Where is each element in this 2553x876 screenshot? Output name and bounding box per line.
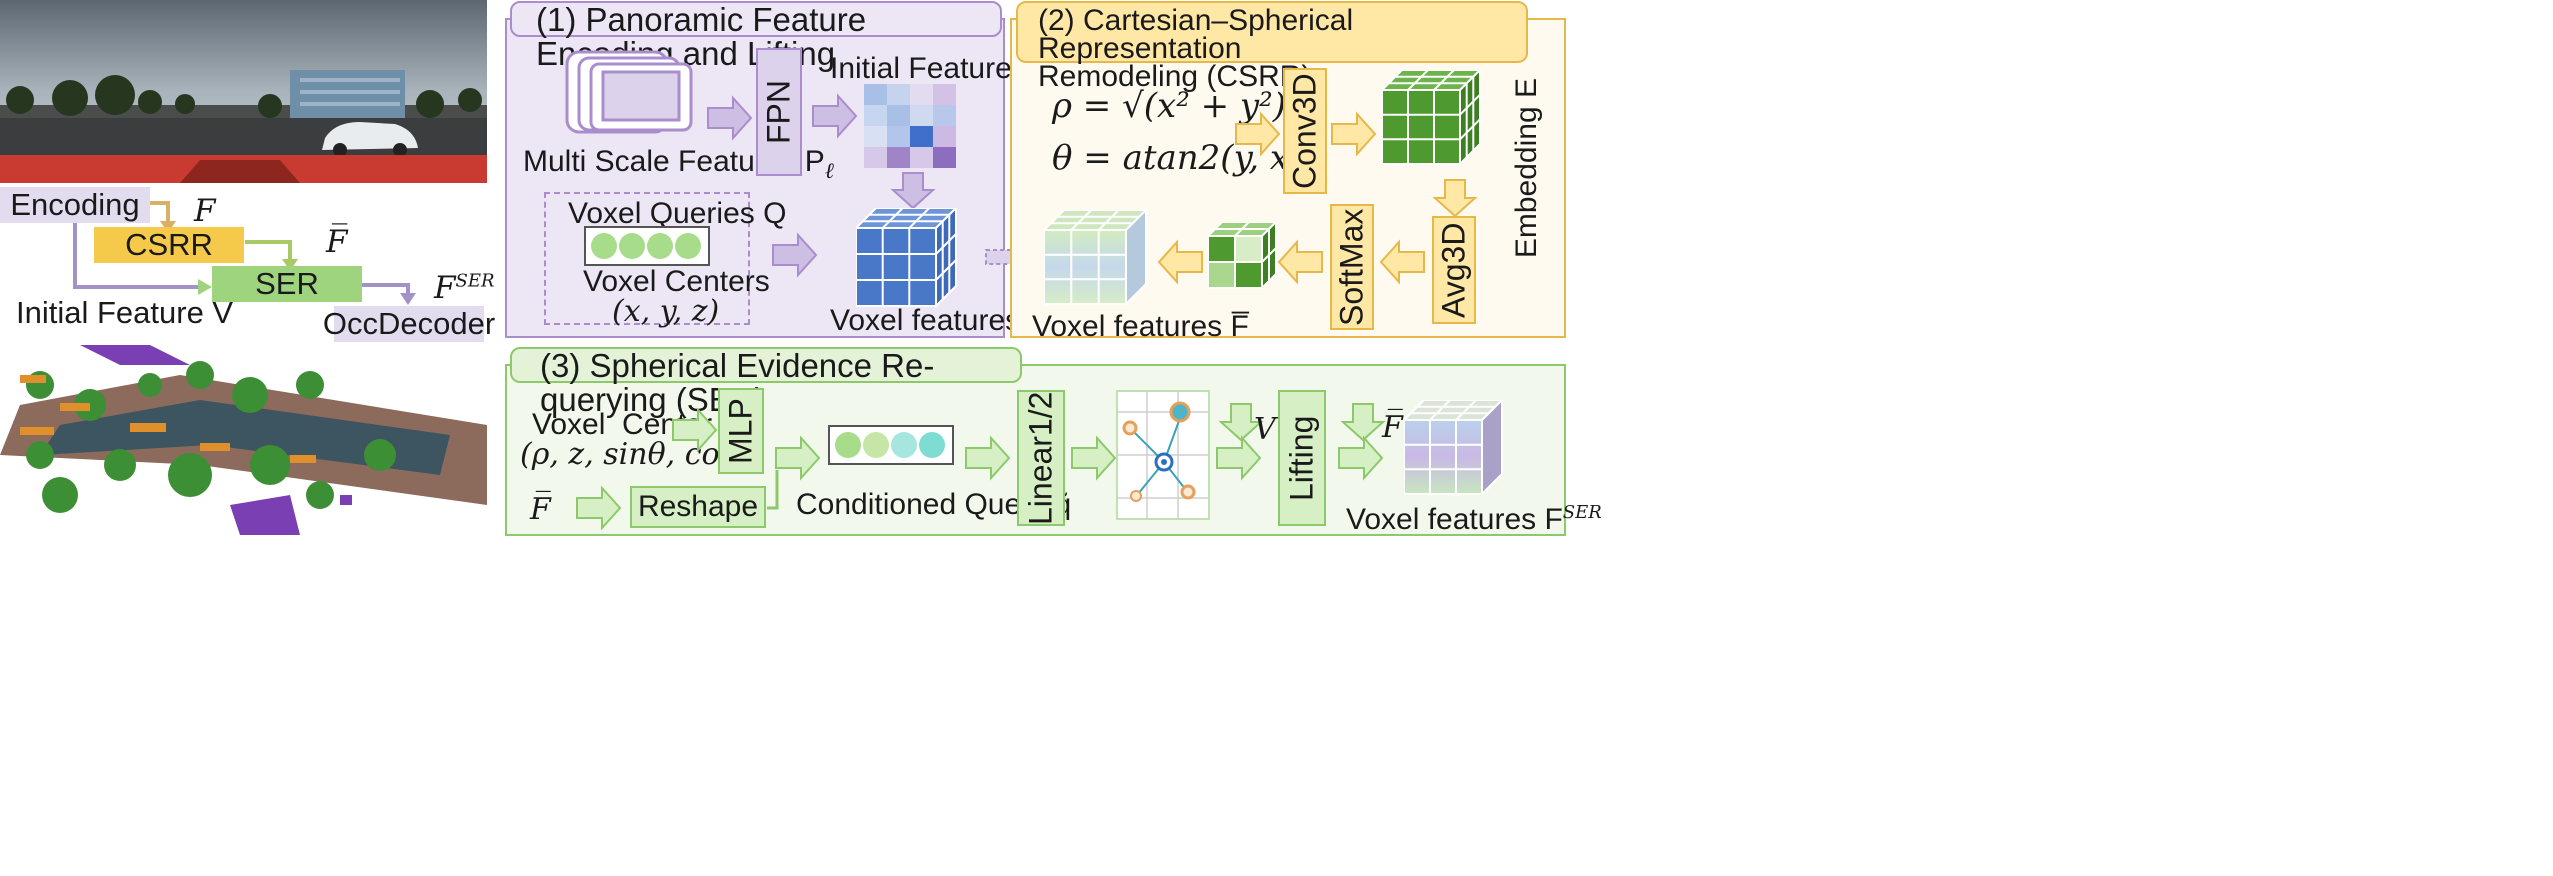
overview-f-label: F [194,193,216,229]
panorama-image [0,0,487,183]
spherical-sampling-grid [1116,390,1210,520]
occdecoder-box: OccDecoder [322,306,496,342]
overview-arrows [73,201,416,305]
softmax-box: SoftMax [1330,204,1374,330]
v-arrow-label: V [1254,412,1276,447]
conditioned-query-tokens [828,425,954,465]
voxel-features-ser-base: Voxel features F [1346,503,1563,536]
voxel-feature-cube-blue [856,208,958,308]
overview-fbar-label: F̅ [326,224,348,260]
conv3d-box: Conv3D [1283,68,1327,194]
voxel-features-ser-cube [1404,400,1504,496]
overview-fser-label: FSER [434,270,495,306]
arrows-panel1 [707,93,936,278]
panel2-title: (2) Cartesian–Spherical Representation R… [1016,1,1528,92]
embedding-label: Embedding E [1510,78,1543,259]
voxel-features-bar-label: Voxel features F̅ [1032,310,1249,343]
voxel-query-tokens [584,226,710,266]
voxel-features-ser-label: Voxel features FSER [1346,502,1602,537]
fbar-input-label: F̅ [530,492,551,527]
panel2-title-line1: (2) Cartesian–Spherical Representation [1038,4,1354,65]
overview-fser-sup: SER [455,270,495,292]
voxel-features-bar-cube [1044,210,1148,306]
encoding-box: Encoding [0,187,150,223]
overview-initial-feature: Initial Feature V [16,295,234,330]
linear-box: Linear1/2 [1017,390,1065,526]
panel3-title: (3) Spherical Evidence Re-querying (SER) [510,347,1022,417]
voxel-query-box [544,192,750,325]
voxel-queries-label: Voxel Queries Q [568,197,787,230]
fbar-arrow-label: F̅ [1382,410,1403,445]
arrows-panel2 [1157,111,1478,285]
panel2-title-line2: Remodeling (CSRR) [1038,60,1312,93]
initial-feature-label: Initial Feature V [830,52,1041,85]
avg3d-box: Avg3D [1432,216,1476,324]
attention-cube [1208,222,1278,290]
reshape-box: Reshape [630,486,766,528]
multi-scale-subscript: ℓ [824,159,834,184]
csrr-box: CSRR [94,227,244,263]
overview-fser-base: F [434,270,456,306]
mlp-box: MLP [718,388,764,474]
xyz-label: (x, y, z) [612,294,720,329]
voxel-features-ser-sup: SER [1562,502,1602,523]
voxel-center-label: Voxel Center [532,408,713,441]
lifting-box: Lifting [1278,390,1326,526]
fpn-box: FPN [756,48,802,176]
multi-scale-feature-maps [565,50,693,134]
embedding-cube [1382,70,1482,166]
voxel-centers-label: Voxel Centers [583,265,770,298]
arrows-panel3 [576,403,1386,531]
rho-equation: ρ = √(x² + y²) [1052,86,1287,126]
ser-box: SER [212,266,362,302]
occupancy-render [0,345,487,535]
initial-feature-heatmap [864,84,956,168]
